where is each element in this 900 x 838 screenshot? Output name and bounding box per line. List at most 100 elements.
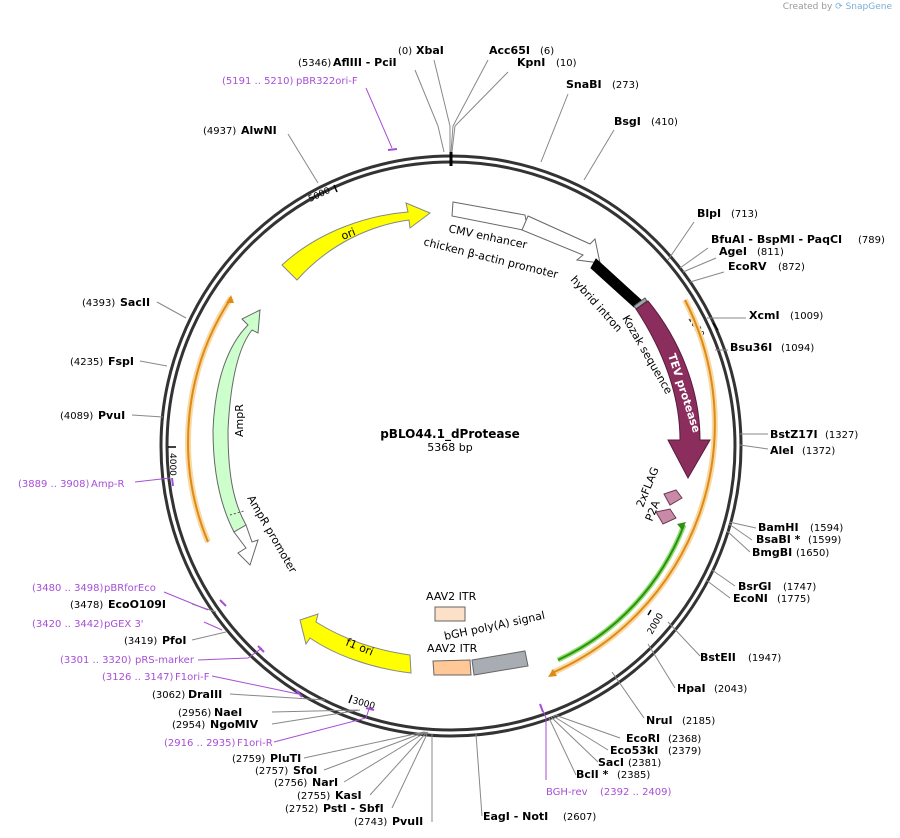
primer-bgh-rev[interactable]: BGH-rev xyxy=(546,787,588,798)
enzyme-psti-sbfi[interactable]: PstI - SbfI xyxy=(323,802,384,815)
enzyme-xbai[interactable]: XbaI xyxy=(416,44,444,57)
leader-snabi xyxy=(540,93,569,163)
enzyme-pos-bcli: (2385) xyxy=(617,770,650,781)
leader-bsabi xyxy=(728,523,753,541)
leader-afliii xyxy=(414,69,445,153)
p2a-feature[interactable] xyxy=(655,508,677,525)
ori-feature[interactable] xyxy=(281,202,431,281)
orf-arc-left xyxy=(187,297,232,543)
enzyme-pos-bfuai: (789) xyxy=(858,235,885,246)
tev-protease-feature[interactable] xyxy=(635,300,711,480)
enzyme-ecori[interactable]: EcoRI xyxy=(626,732,660,745)
enzyme-sacii[interactable]: SacII xyxy=(120,296,150,309)
enzyme-pos-bstz17i: (1327) xyxy=(825,430,858,441)
enzyme-pfoi[interactable]: PfoI xyxy=(162,634,187,647)
leader-blpi xyxy=(667,221,695,261)
primer-prs-marker[interactable]: pRS-marker xyxy=(135,655,195,666)
enzyme-afliii-pcii[interactable]: AflIII - PciI xyxy=(333,56,397,69)
primer-pgex-3[interactable]: pGEX 3' xyxy=(104,619,144,630)
enzyme-bamhi[interactable]: BamHI xyxy=(758,521,799,534)
primer-leader-lines xyxy=(134,87,547,780)
enzyme-pos-afliii: (5346) xyxy=(298,58,331,69)
enzyme-pos-alei: (1372) xyxy=(802,446,835,457)
enzyme-alwni[interactable]: AlwNI xyxy=(241,124,277,137)
primer-f1ori-r[interactable]: F1ori-R xyxy=(237,738,273,749)
enzyme-xcmi[interactable]: XcmI xyxy=(749,309,780,322)
enzyme-leader-lines xyxy=(131,59,769,822)
mark-amp-r xyxy=(171,477,174,487)
enzyme-naei[interactable]: NaeI xyxy=(214,706,242,719)
ampr-feature[interactable] xyxy=(212,309,261,533)
tick-mark-2000 xyxy=(647,609,652,616)
primer-labels: (5191 .. 5210) pBR322ori-F (3889 .. 3908… xyxy=(18,76,672,798)
enzyme-pos-kpni: (10) xyxy=(556,58,577,69)
enzyme-eco0109i[interactable]: EcoO109I xyxy=(108,598,166,611)
f1-ori-feature[interactable] xyxy=(299,613,412,674)
leader-kpni xyxy=(451,71,509,153)
primer-pbr322ori-f[interactable]: pBR322ori-F xyxy=(296,76,358,87)
enzyme-ecorv[interactable]: EcoRV xyxy=(728,260,767,273)
enzyme-ngomiv[interactable]: NgoMIV xyxy=(210,718,259,731)
enzyme-pos-saci: (2381) xyxy=(628,758,661,769)
bgh-polya-signal-feature[interactable] xyxy=(471,650,529,676)
enzyme-bsrgi[interactable]: BsrGI xyxy=(738,580,771,593)
label-ori: ori xyxy=(339,225,357,242)
orf-arc-right xyxy=(551,299,716,674)
enzyme-pos-sfoi: (2757) xyxy=(255,766,288,777)
primer-range-prs-marker: (3301 .. 3320) xyxy=(60,655,132,666)
aav2-itr-feature-bottom[interactable] xyxy=(432,659,472,676)
enzyme-bsgi[interactable]: BsgI xyxy=(614,115,641,128)
enzyme-bfuai-bspmi-paqci[interactable]: BfuAI - BspMI - PaqCI xyxy=(711,233,842,246)
enzyme-labels: (0) XbaI Acc65I (6) KpnI (10) SnaBI (273… xyxy=(60,44,885,828)
leader-sacii xyxy=(156,301,187,319)
enzyme-saci[interactable]: SacI xyxy=(598,756,624,769)
enzyme-blpi[interactable]: BlpI xyxy=(697,207,721,220)
enzyme-pos-ngomiv: (2954) xyxy=(172,720,205,731)
chicken-beta-actin-promoter-feature[interactable] xyxy=(521,215,601,264)
enzyme-bmgbi[interactable]: BmgBI xyxy=(752,546,792,559)
leader-f1ori-f xyxy=(211,675,299,695)
label-aav2-itr-bottom: AAV2 ITR xyxy=(427,642,478,655)
enzyme-pos-ecori: (2368) xyxy=(668,734,701,745)
enzyme-eagi-noti[interactable]: EagI - NotI xyxy=(483,810,548,823)
ampr-promoter-feature[interactable] xyxy=(233,524,259,566)
enzyme-pluti[interactable]: PluTI xyxy=(270,752,301,765)
enzyme-bsabi[interactable]: BsaBI * xyxy=(756,533,801,546)
primer-pbrforeco[interactable]: pBRforEco xyxy=(104,583,156,594)
2xflag-feature[interactable] xyxy=(663,489,683,506)
enzyme-pvui[interactable]: PvuI xyxy=(98,409,125,422)
enzyme-alei[interactable]: AleI xyxy=(770,444,794,457)
enzyme-pos-pluti: (2759) xyxy=(232,754,265,765)
kozak-sequence-feature[interactable] xyxy=(633,297,648,310)
leader-prs-marker xyxy=(197,647,263,661)
enzyme-bstz17i[interactable]: BstZ17I xyxy=(770,428,818,441)
enzyme-bsu36i[interactable]: Bsu36I xyxy=(730,341,772,354)
primer-f1ori-f[interactable]: F1ori-F xyxy=(175,672,210,683)
enzyme-nrui[interactable]: NruI xyxy=(646,714,673,727)
enzyme-pvuii[interactable]: PvuII xyxy=(392,815,423,828)
aav2-itr-feature-top[interactable] xyxy=(434,606,466,622)
enzyme-kasi[interactable]: KasI xyxy=(335,789,362,802)
plasmid-size: 5368 bp xyxy=(427,441,472,454)
enzyme-hpai[interactable]: HpaI xyxy=(677,682,706,695)
enzyme-sfoi[interactable]: SfoI xyxy=(293,764,317,777)
mark-pbrforeco xyxy=(219,599,227,607)
leader-psti xyxy=(391,731,429,809)
enzyme-snabi[interactable]: SnaBI xyxy=(566,78,602,91)
enzyme-econi[interactable]: EcoNI xyxy=(733,592,768,605)
enzyme-nari[interactable]: NarI xyxy=(312,776,338,789)
enzyme-fspi[interactable]: FspI xyxy=(108,355,134,368)
enzyme-bcli[interactable]: BclI * xyxy=(576,768,609,781)
enzyme-draiii[interactable]: DraIII xyxy=(188,688,222,701)
primer-amp-r[interactable]: Amp-R xyxy=(91,479,125,490)
enzyme-acc65i[interactable]: Acc65I xyxy=(489,44,530,57)
hybrid-intron-feature[interactable] xyxy=(590,258,643,308)
enzyme-kpni[interactable]: KpnI xyxy=(517,56,545,69)
enzyme-bsteii[interactable]: BstEII xyxy=(700,651,736,664)
enzyme-eco53ki[interactable]: Eco53kI xyxy=(610,744,658,757)
mark-prs-marker xyxy=(257,645,265,653)
enzyme-pos-bsgi: (410) xyxy=(651,117,678,128)
features xyxy=(212,201,711,676)
enzyme-pos-econi: (1775) xyxy=(777,594,810,605)
enzyme-agei[interactable]: AgeI xyxy=(719,245,747,258)
